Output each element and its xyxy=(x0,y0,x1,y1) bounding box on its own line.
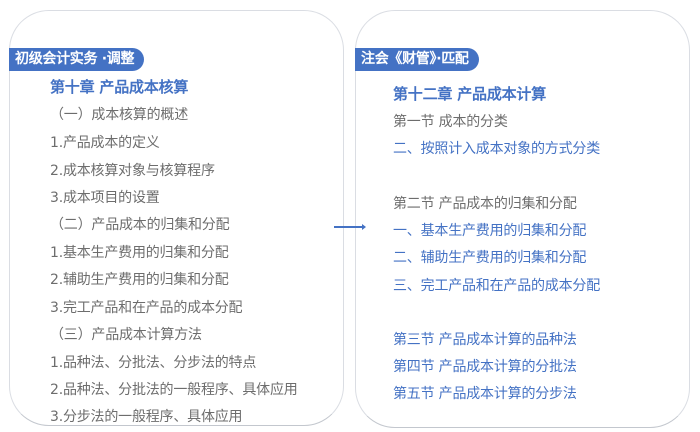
arrow-right-icon xyxy=(334,224,366,230)
outline-item: 第五节 产品成本计算的分步法 xyxy=(393,386,577,402)
outline-item: 第一节 成本的分类 xyxy=(393,114,508,130)
outline-item: 1.基本生产费用的归集和分配 xyxy=(50,245,229,261)
right-chapter-title: 第十二章 产品成本计算 xyxy=(393,85,547,103)
outline-item: （一）成本核算的概述 xyxy=(50,107,188,123)
outline-item: 3.分步法的一般程序、具体应用 xyxy=(50,409,243,425)
outline-item: 2.辅助生产费用的归集和分配 xyxy=(50,272,229,288)
outline-item: （三）产品成本计算方法 xyxy=(50,327,202,343)
outline-item: （二）产品成本的归集和分配 xyxy=(50,217,230,233)
left-chapter-title: 第十章 产品成本核算 xyxy=(50,78,189,96)
outline-item: 1.产品成本的定义 xyxy=(50,135,160,151)
left-panel-frame xyxy=(9,10,344,426)
outline-item: 第二节 产品成本的归集和分配 xyxy=(393,196,577,212)
right-panel-badge: 注会《财管》·匹配 xyxy=(355,48,479,71)
outline-item: 第四节 产品成本计算的分批法 xyxy=(393,359,577,375)
left-panel-badge: 初级会计实务 ·调整 xyxy=(9,48,145,71)
outline-item: 2.成本核算对象与核算程序 xyxy=(50,163,215,179)
outline-item: 一、基本生产费用的归集和分配 xyxy=(393,223,587,239)
outline-item: 二、辅助生产费用的归集和分配 xyxy=(393,250,587,266)
outline-item: 2.品种法、分批法的一般程序、具体应用 xyxy=(50,382,298,398)
outline-item: 二、按照计入成本对象的方式分类 xyxy=(393,141,600,157)
outline-item: 三、完工产品和在产品的成本分配 xyxy=(393,278,600,294)
outline-item: 1.品种法、分批法、分步法的特点 xyxy=(50,355,257,371)
outline-item: 3.完工产品和在产品的成本分配 xyxy=(50,300,243,316)
right-panel-frame xyxy=(355,10,690,428)
outline-item: 第三节 产品成本计算的品种法 xyxy=(393,332,577,348)
outline-item: 3.成本项目的设置 xyxy=(50,190,160,206)
